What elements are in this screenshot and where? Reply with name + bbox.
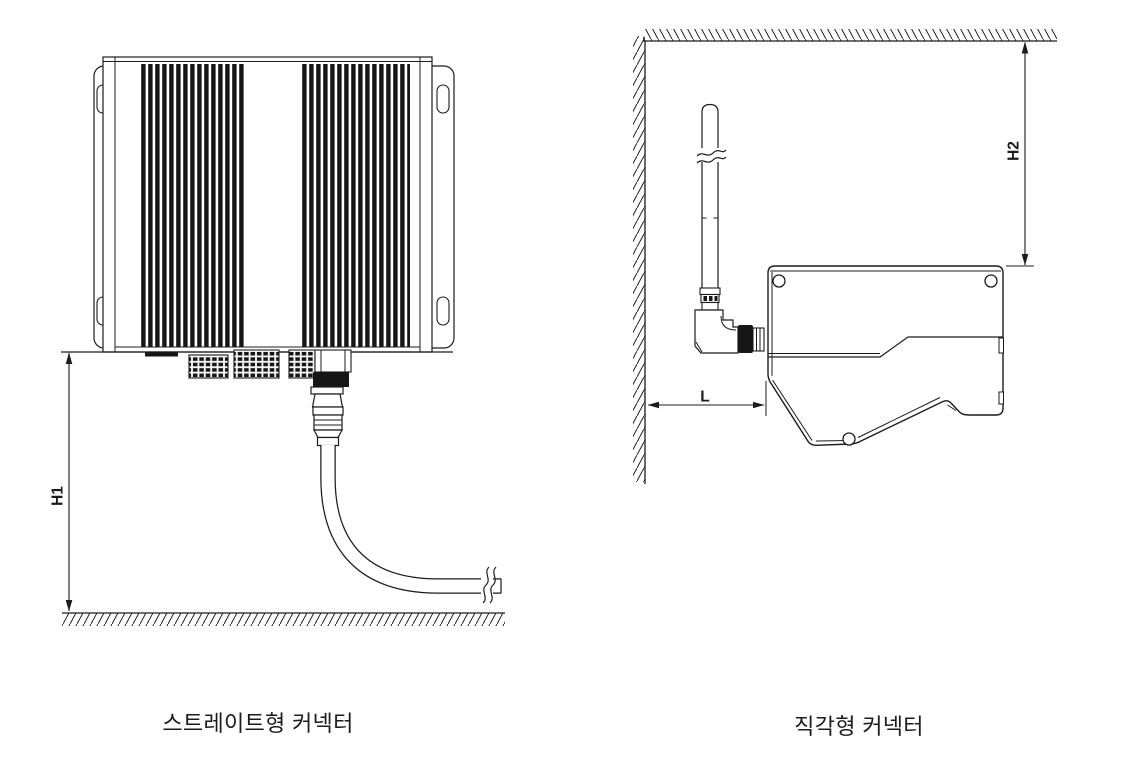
straight-connector bbox=[310, 386, 344, 447]
wall-hatch bbox=[633, 36, 645, 482]
caption-straight-connector: 스트레이트형 커넥터 bbox=[162, 711, 354, 736]
dimension-h1: H1 bbox=[50, 352, 73, 612]
figure-right-angle-connector: H2 L bbox=[633, 29, 1057, 484]
dimension-label-h1: H1 bbox=[50, 486, 67, 506]
screw-top-right bbox=[984, 274, 998, 288]
dimension-label-l: L bbox=[700, 389, 709, 406]
connector-coupling-nut bbox=[313, 372, 349, 387]
right-angle-cable bbox=[696, 103, 727, 290]
terminal-block-3 bbox=[288, 349, 316, 379]
connector-coupling-nut bbox=[738, 325, 753, 353]
screw-top-left bbox=[772, 274, 786, 288]
straight-cable bbox=[320, 445, 502, 604]
connector-receptacle bbox=[314, 349, 352, 373]
figure-straight-connector: H1 bbox=[50, 56, 505, 626]
screw-bottom bbox=[842, 432, 856, 446]
mounting-slot-bottom-right bbox=[436, 296, 450, 326]
cable-break-symbol bbox=[482, 566, 490, 604]
caption-right-angle-connector: 직각형 커넥터 bbox=[794, 714, 924, 739]
sensor-head-outline bbox=[767, 265, 1004, 447]
cable-break-symbol bbox=[696, 149, 727, 157]
terminal-block-2 bbox=[233, 349, 280, 379]
bottom-protrusion bbox=[145, 352, 178, 357]
terminal-block-1 bbox=[188, 354, 229, 379]
dimension-l: L bbox=[647, 381, 767, 416]
ground-hatch bbox=[62, 613, 505, 626]
sensor-head bbox=[767, 265, 1004, 447]
heatsink-fins-left bbox=[140, 64, 245, 347]
dimension-label-h2: H2 bbox=[1006, 141, 1023, 161]
dimension-h2: H2 bbox=[1006, 41, 1034, 267]
mounting-slot-top-right bbox=[436, 84, 450, 114]
ceiling-hatch bbox=[643, 29, 1057, 41]
right-angle-connector bbox=[694, 287, 765, 354]
heatsink-fins-right bbox=[302, 64, 410, 347]
